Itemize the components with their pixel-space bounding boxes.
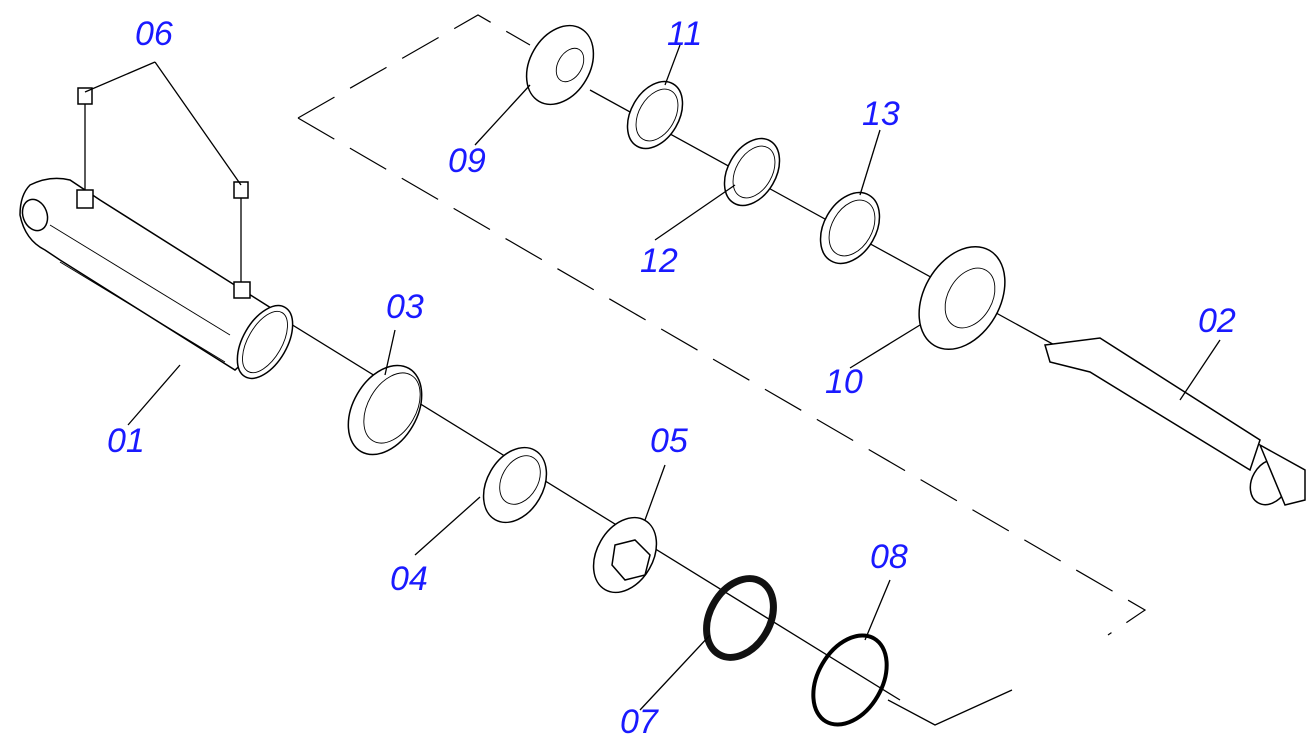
callout-08: 08 [870, 538, 908, 576]
callout-labels: 06 09 11 13 12 03 02 10 01 05 04 08 07 [107, 15, 1236, 735]
assembly-boundary [297, 14, 1147, 726]
callout-03: 03 [386, 288, 424, 326]
callout-01: 01 [107, 422, 145, 460]
part-08-oring [811, 633, 889, 727]
callout-07: 07 [620, 703, 659, 735]
callout-05: 05 [650, 422, 688, 460]
part-02-rod [1044, 337, 1306, 506]
leader-lines [84, 44, 1221, 711]
part-04-bushing [482, 446, 548, 524]
part-05-piston [592, 516, 658, 594]
part-10-nut [918, 245, 1006, 351]
grease-nipples [77, 87, 249, 282]
part-11-ring [626, 80, 684, 150]
callout-11: 11 [667, 15, 702, 53]
part-13-ring [819, 191, 881, 265]
callout-02: 02 [1198, 302, 1236, 340]
callout-04: 04 [390, 560, 428, 598]
callout-12: 12 [640, 242, 678, 280]
cylinder-barrel [19, 177, 294, 380]
callout-10: 10 [825, 363, 863, 401]
part-09-gland [525, 24, 595, 106]
part-12-ring [723, 137, 781, 207]
part-07-seal [703, 575, 777, 661]
callout-09: 09 [448, 142, 486, 180]
callout-13: 13 [862, 95, 900, 133]
callout-06: 06 [135, 15, 173, 53]
part-03-ring [347, 364, 423, 456]
